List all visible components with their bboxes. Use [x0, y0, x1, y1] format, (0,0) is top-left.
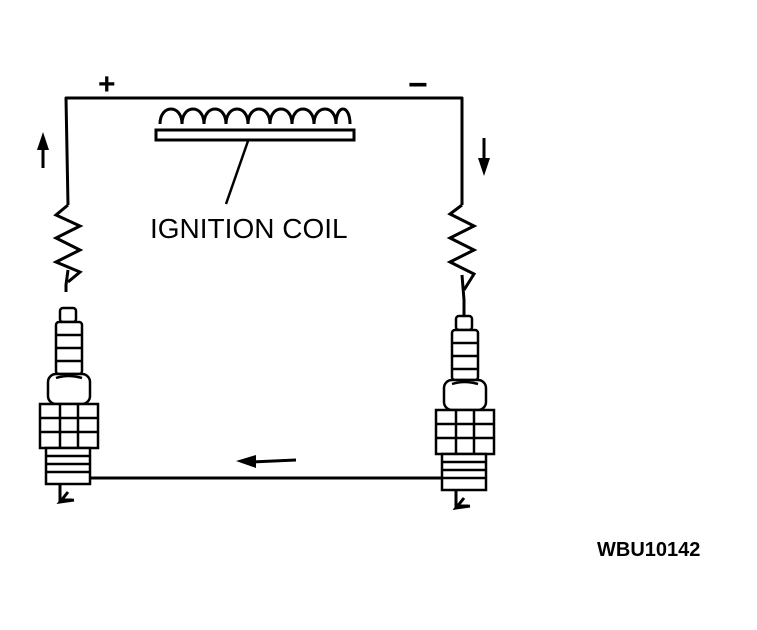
- left-top-wire: [64, 96, 464, 206]
- current-arrow-up: [37, 132, 49, 168]
- left-plug-hex: [38, 402, 100, 450]
- current-arrow-down: [478, 138, 490, 176]
- left-spark-plug: [38, 306, 100, 505]
- right-lead-wire: [460, 274, 466, 318]
- coil-winding: [158, 107, 352, 125]
- right-spark-plug: [434, 314, 496, 511]
- right-plug-terminal: [454, 314, 474, 332]
- ignition-coil: [154, 107, 356, 205]
- left-plug-collar: [46, 372, 92, 406]
- right-plug-thread: [440, 452, 488, 492]
- right-plug-hex: [434, 408, 496, 456]
- circuit-wires: [64, 96, 466, 480]
- figure-code: WBU10142: [597, 539, 700, 561]
- coil-label: IGNITION COIL: [150, 213, 348, 244]
- right-plug-collar: [442, 378, 488, 412]
- left-resistor: [52, 203, 84, 284]
- coil-leader-line: [224, 140, 250, 205]
- right-resistor: [446, 203, 478, 291]
- left-plug-thread: [44, 446, 92, 486]
- left-wire: [64, 269, 70, 292]
- coil-core: [154, 128, 356, 142]
- left-plug-electrode: [56, 484, 75, 505]
- positive-terminal-label: +: [98, 68, 116, 101]
- current-arrow-left: [236, 455, 297, 468]
- negative-terminal-label: −: [408, 66, 428, 104]
- right-plug-electrode: [452, 490, 471, 511]
- left-plug-terminal: [58, 306, 78, 324]
